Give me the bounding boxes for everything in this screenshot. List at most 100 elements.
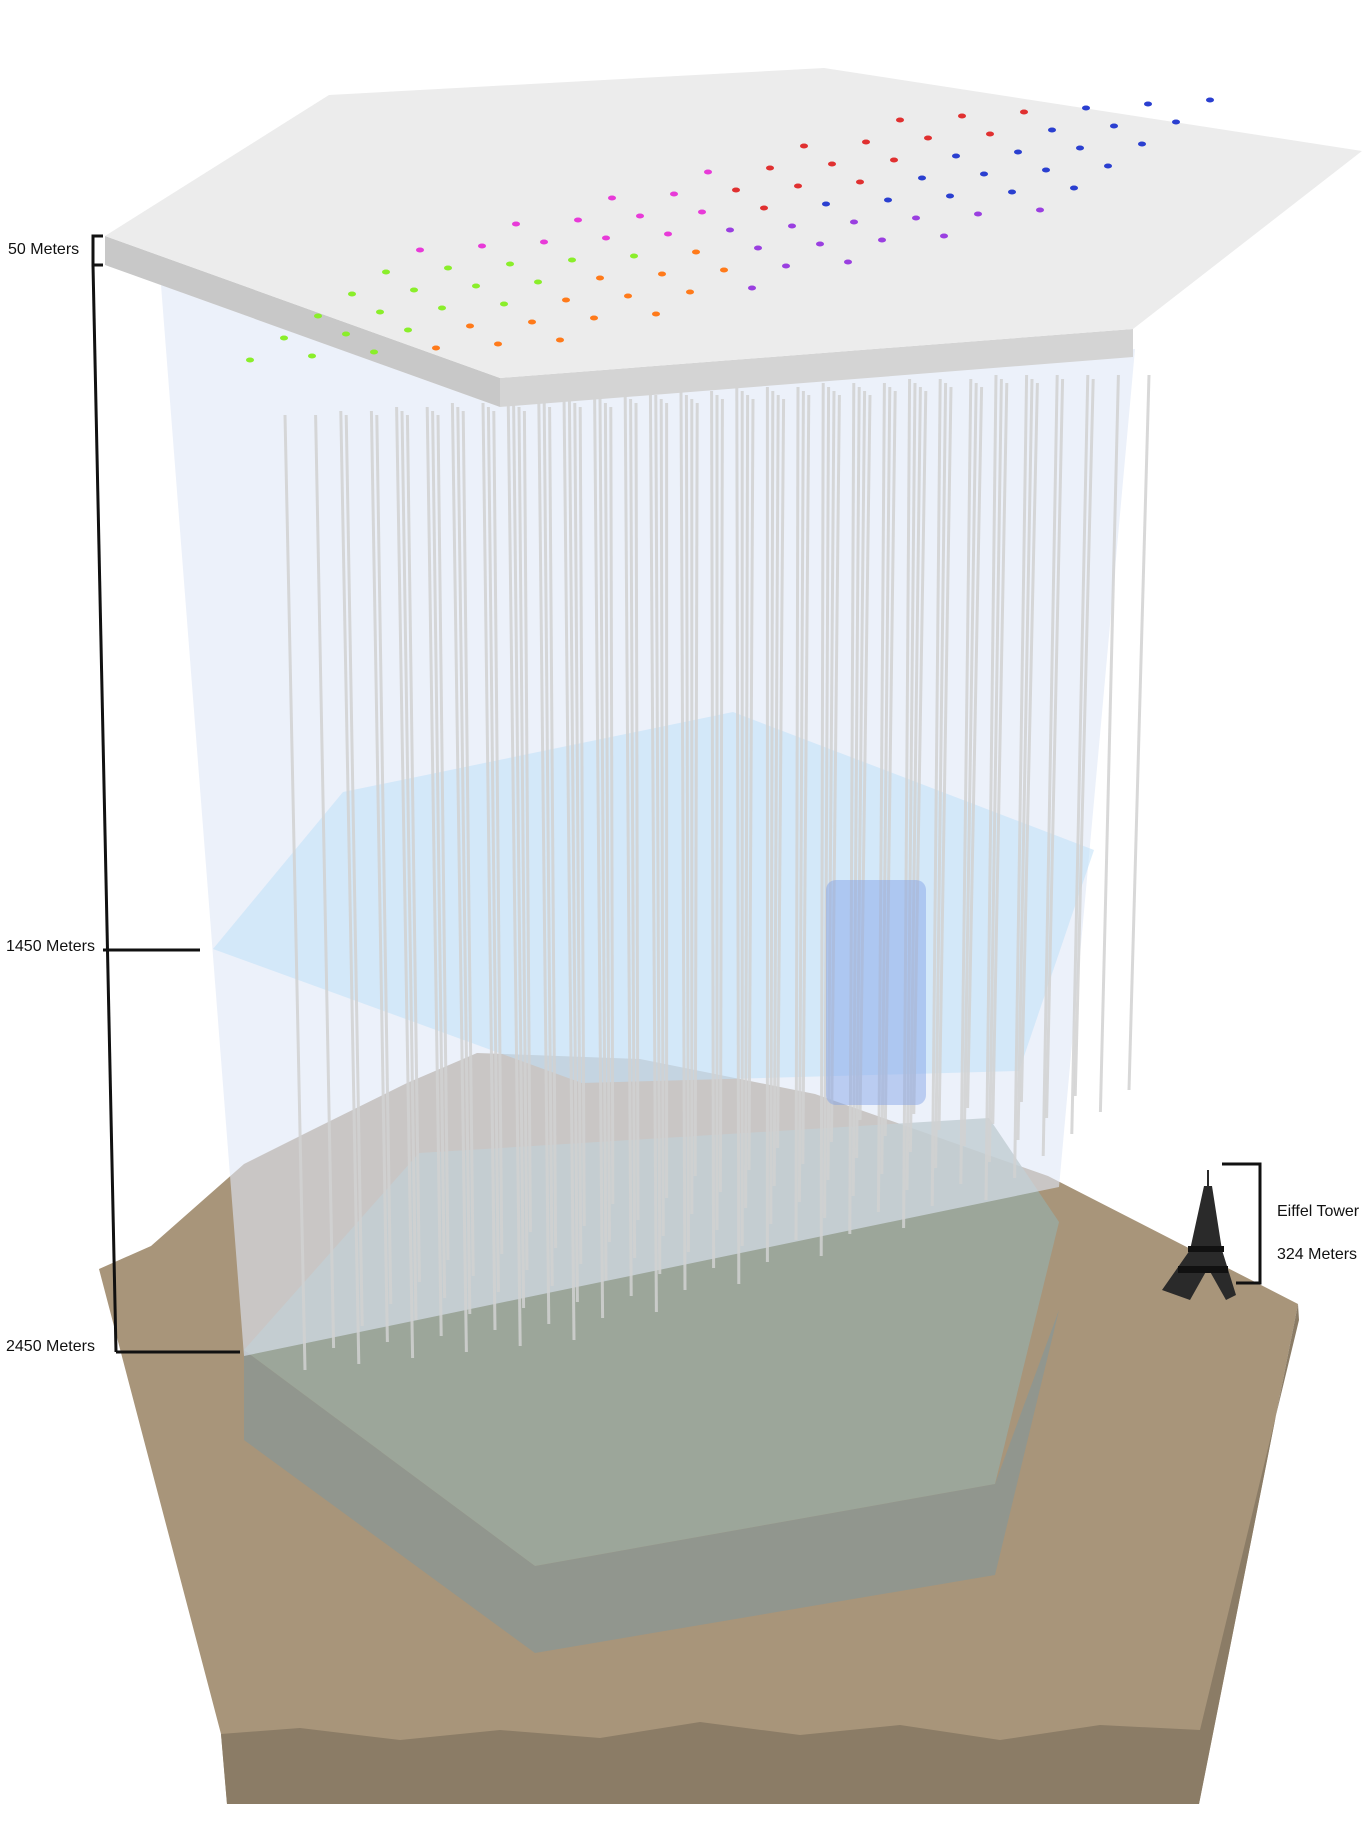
surface-station-marker	[308, 353, 316, 359]
surface-slab-left-face	[105, 236, 500, 407]
detector-string	[395, 406, 415, 1359]
surface-station-marker	[794, 183, 802, 189]
string-array	[283, 374, 1151, 1371]
surface-station-marker	[1014, 149, 1022, 155]
detector-string	[1013, 374, 1029, 1179]
surface-station-marker	[602, 235, 610, 241]
surface-station-marker	[1206, 97, 1214, 103]
surface-station-marker	[732, 187, 740, 193]
detector-string	[934, 382, 948, 1169]
detector-string	[883, 390, 897, 1137]
surface-stations	[246, 97, 1214, 363]
surface-station-marker	[540, 239, 548, 245]
surface-station-marker	[958, 113, 966, 119]
surface-station-marker	[856, 179, 864, 185]
surface-station-marker	[528, 319, 536, 325]
detector-string	[598, 398, 608, 1281]
ground-front-face	[99, 1269, 1299, 1804]
surface-station-marker	[760, 205, 768, 211]
eiffel-tower-icon	[1162, 1170, 1236, 1300]
detector-string	[634, 402, 640, 1221]
surface-station-marker	[342, 331, 350, 337]
detector-string	[512, 402, 526, 1309]
detector-string	[1127, 374, 1151, 1091]
detector-string	[1070, 374, 1090, 1135]
detector-string	[548, 406, 558, 1249]
surface-station-marker	[314, 313, 322, 319]
surface-station-marker	[686, 289, 694, 295]
detector-string	[937, 386, 953, 1131]
surface-station-marker	[862, 139, 870, 145]
detector-string	[819, 382, 825, 1257]
detector-string	[984, 374, 998, 1201]
detector-string	[436, 414, 450, 1261]
detector-string	[826, 390, 836, 1181]
surface-station-marker	[890, 157, 898, 163]
surface-station-marker	[782, 263, 790, 269]
surface-station-marker	[952, 153, 960, 159]
surface-station-marker	[670, 191, 678, 197]
detector-string	[902, 378, 912, 1229]
detector-string	[609, 406, 615, 1205]
deepcore-cylinder	[826, 880, 926, 1105]
surface-station-marker	[416, 247, 424, 253]
bedrock-side	[244, 1310, 1059, 1653]
detector-string	[718, 398, 724, 1193]
detector-string	[987, 378, 1003, 1163]
surface-station-marker	[500, 301, 508, 307]
surface-station-marker	[280, 335, 288, 341]
surface-station-marker	[940, 233, 948, 239]
detector-string	[339, 410, 361, 1365]
surface-station-marker	[652, 311, 660, 317]
surface-station-marker	[1036, 207, 1044, 213]
surface-station-marker	[658, 271, 666, 277]
surface-station-marker	[766, 165, 774, 171]
detector-string	[959, 378, 973, 1185]
surface-station-marker	[754, 245, 762, 251]
surface-station-marker	[1172, 119, 1180, 125]
surface-station-marker	[1104, 163, 1112, 169]
detector-string	[481, 402, 497, 1331]
detector-string	[425, 406, 443, 1337]
surface-station-marker	[1020, 109, 1028, 115]
detector-string	[629, 398, 637, 1259]
detector-string	[461, 410, 475, 1277]
detector-string	[829, 394, 841, 1143]
surface-station-marker	[376, 309, 384, 315]
surface-station-marker	[506, 261, 514, 267]
surface-station-marker	[896, 117, 904, 123]
surface-station-marker	[410, 287, 418, 293]
detector-string	[648, 390, 658, 1313]
detector-string	[769, 390, 775, 1225]
surface-station-marker	[912, 215, 920, 221]
detector-string	[593, 394, 605, 1319]
surface-station-marker	[1042, 167, 1050, 173]
detector-string	[880, 386, 892, 1175]
detector-string	[1041, 374, 1059, 1157]
detector-string	[567, 398, 579, 1303]
detector-string	[776, 398, 786, 1149]
detector-string	[375, 414, 393, 1305]
surface-station-marker	[596, 275, 604, 281]
detector-string	[747, 398, 755, 1171]
detector-string	[659, 398, 665, 1237]
detector-string	[794, 386, 800, 1241]
surface-station-marker	[624, 293, 632, 299]
detector-string	[522, 410, 532, 1233]
surface-station-marker	[850, 219, 858, 225]
surface-station-marker	[574, 217, 582, 223]
detector-string	[693, 402, 699, 1177]
detector-string	[823, 386, 831, 1219]
detector-string	[1045, 378, 1065, 1119]
surface-station-marker	[608, 195, 616, 201]
surface-station-marker	[800, 143, 808, 149]
detector-string	[400, 410, 418, 1321]
detector-string	[962, 382, 978, 1147]
surface-station-marker	[788, 223, 796, 229]
detector-string	[991, 382, 1009, 1125]
depth-label-1450m: 1450 Meters	[6, 938, 95, 955]
surface-slab-right-face	[500, 329, 1133, 407]
detector-string	[744, 394, 750, 1209]
surface-station-marker	[466, 323, 474, 329]
surface-station-marker	[1076, 145, 1084, 151]
